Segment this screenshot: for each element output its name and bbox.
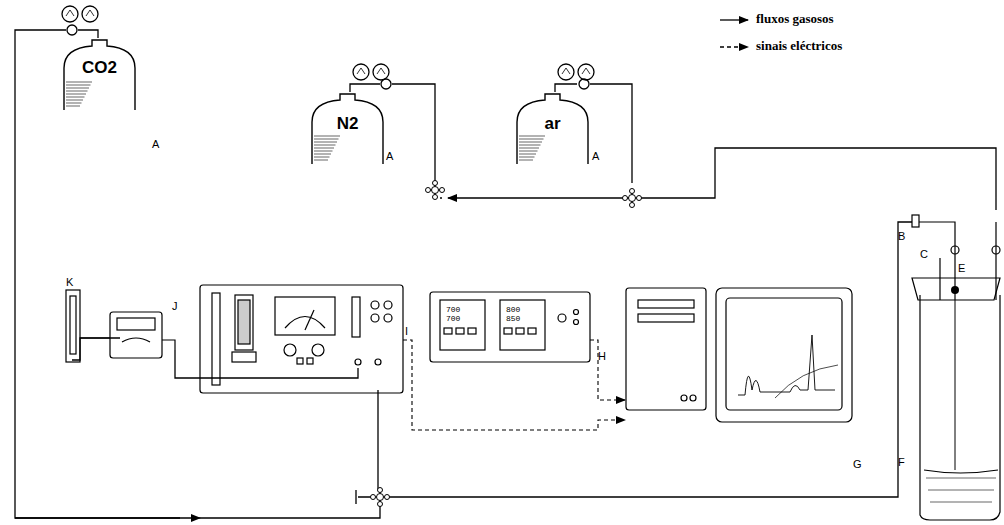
legend-dashed-arrow xyxy=(720,46,748,47)
gas-name: N2 xyxy=(310,114,385,134)
gas-lines xyxy=(15,6,996,518)
callout-letter: F xyxy=(898,456,905,468)
display-reading: 700 xyxy=(446,305,460,314)
callout-letter: A xyxy=(592,150,599,162)
callout-letter: C xyxy=(920,248,928,260)
display-reading: 800 xyxy=(506,305,520,314)
flowmeters xyxy=(66,290,175,362)
legend-text: fluxos gasosos xyxy=(756,11,834,27)
gas-name: ar xyxy=(515,114,590,134)
controller-H xyxy=(430,292,590,362)
gas-name: CO2 xyxy=(62,58,137,78)
computer-G xyxy=(626,288,852,422)
callout-letter: I xyxy=(405,325,408,337)
display-reading: 700 xyxy=(446,314,460,323)
callout-letter: A xyxy=(386,150,393,162)
callout-letter: E xyxy=(958,262,965,274)
gas-cylinder: N2 xyxy=(310,92,385,164)
callout-letter: B xyxy=(898,230,905,242)
gas-cylinder: CO2 xyxy=(62,38,137,110)
display-reading: 850 xyxy=(506,314,520,323)
callout-letter: H xyxy=(598,350,606,362)
legend-text: sinais eléctricos xyxy=(756,38,842,54)
signal-lines xyxy=(403,340,625,430)
electrode-dot xyxy=(951,286,959,294)
gas-cylinder: ar xyxy=(515,92,590,164)
reactor-vessel xyxy=(912,215,1000,520)
legend-solid-arrow xyxy=(720,19,748,20)
callout-letter: J xyxy=(172,300,178,312)
callout-letter: A xyxy=(152,138,159,150)
callout-letter: K xyxy=(66,276,73,288)
callout-letter: G xyxy=(853,458,862,470)
instrument-I xyxy=(200,285,403,393)
